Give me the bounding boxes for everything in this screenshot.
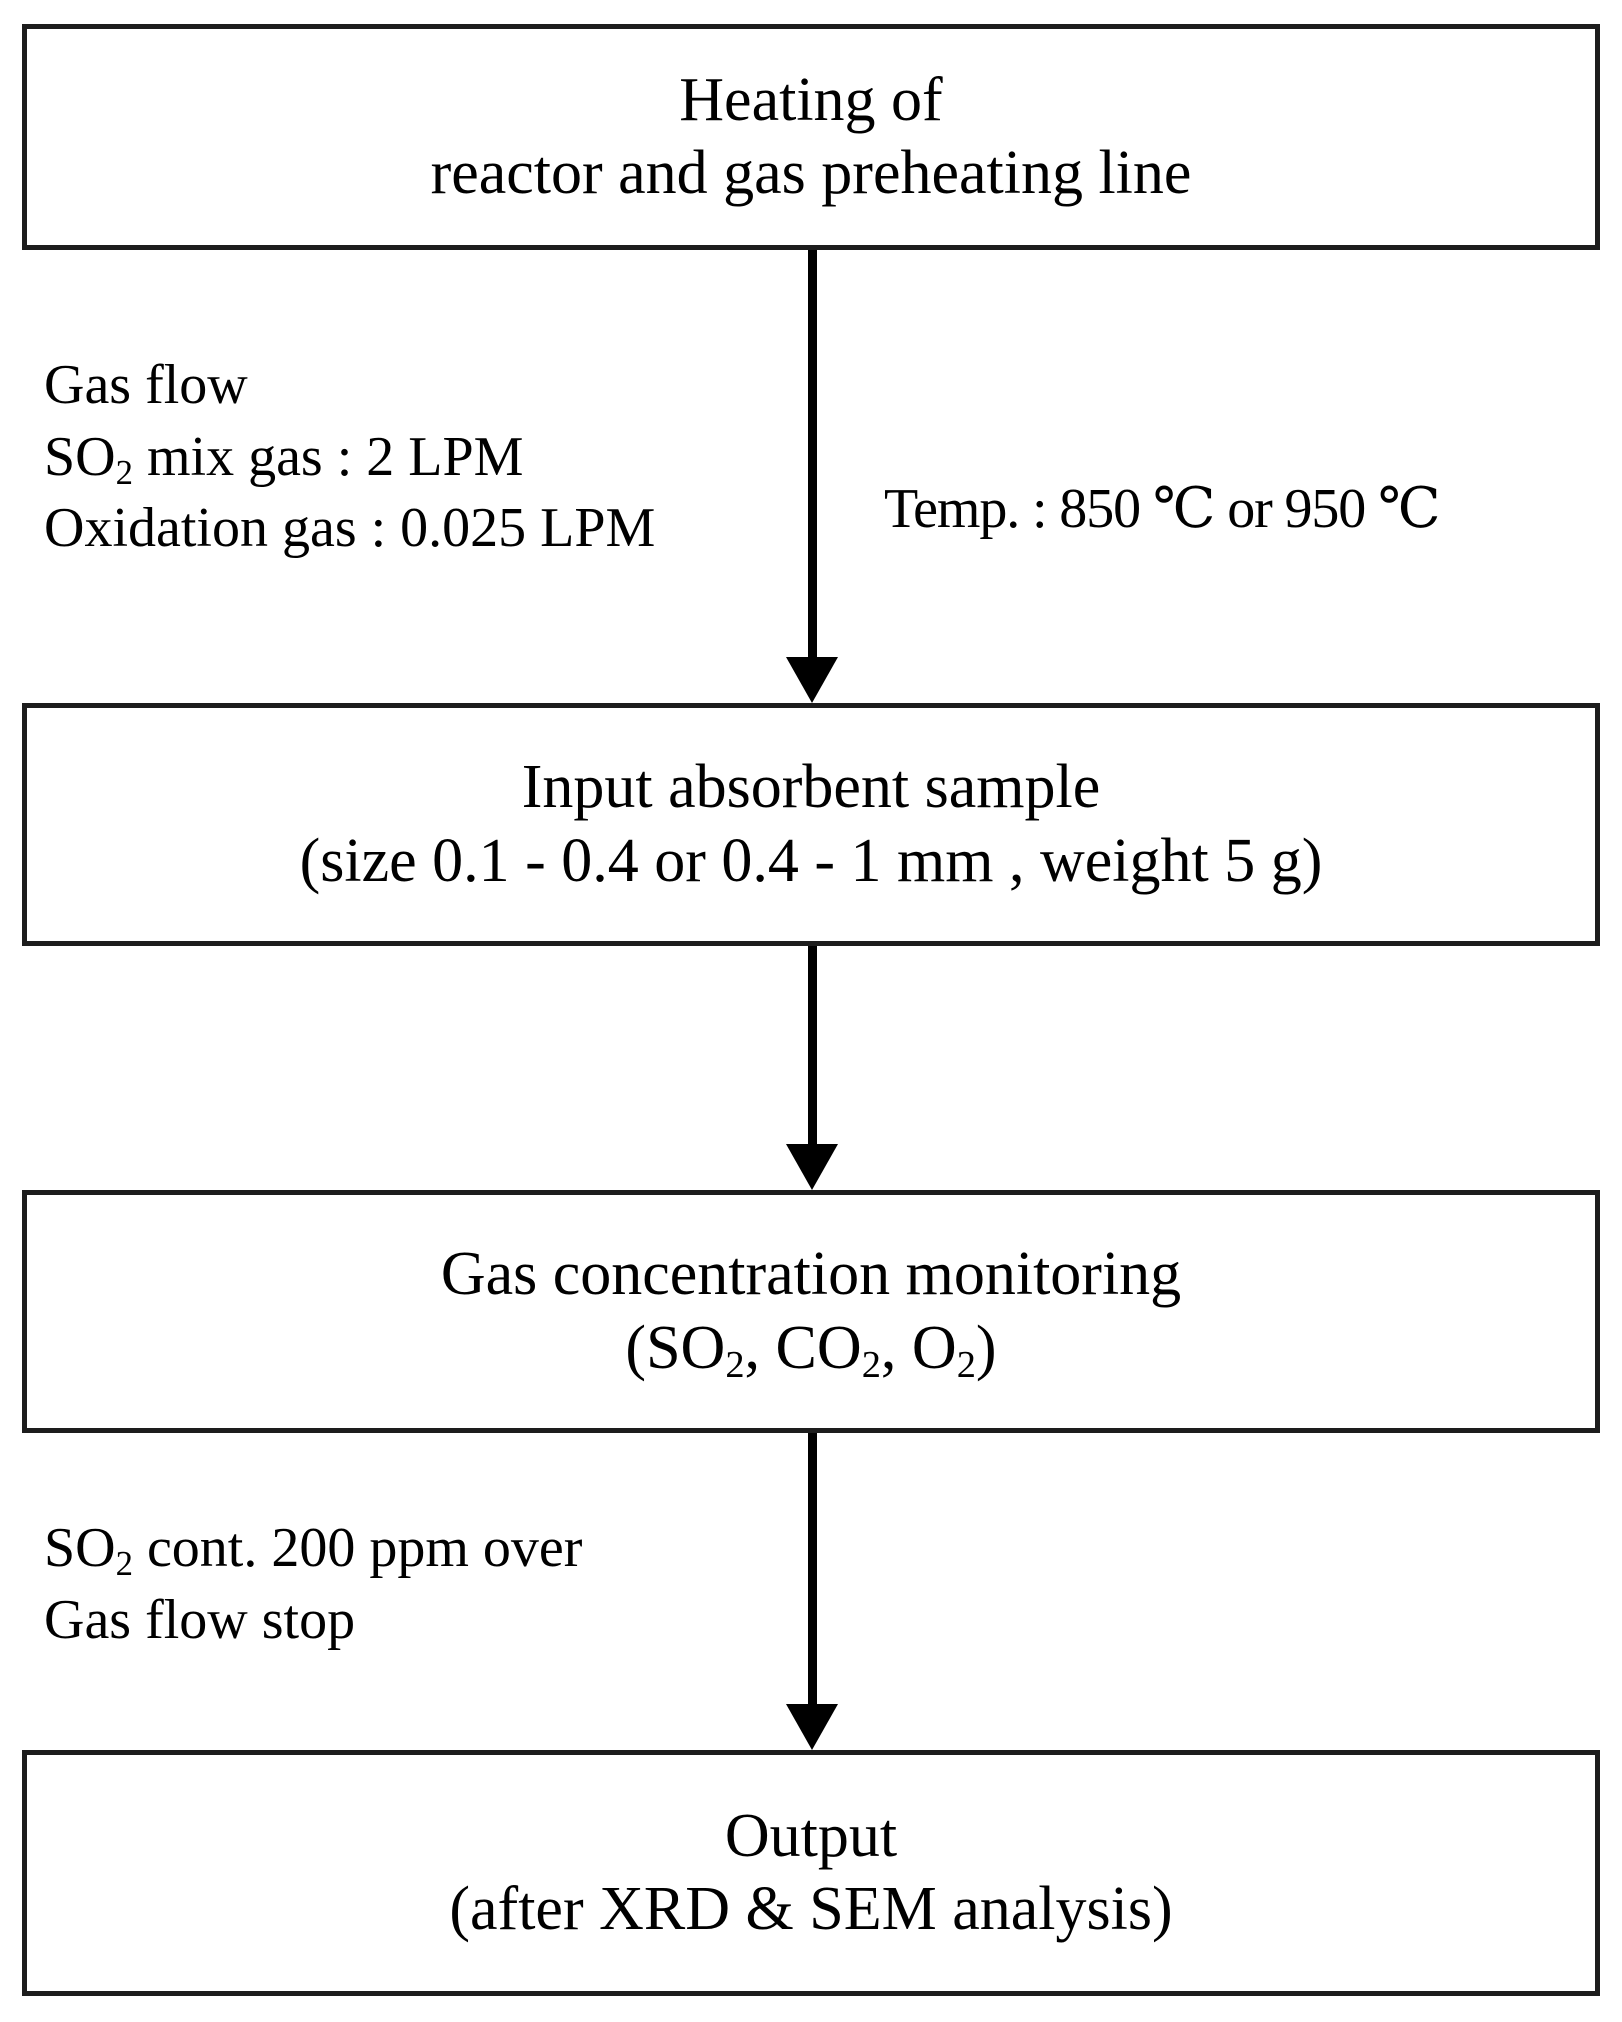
gas-list-suffix: ): [975, 1313, 997, 1382]
so2-rest: cont. 200 ppm over: [132, 1517, 583, 1579]
annotation-so2-stop-line1: SO2 cont. 200 ppm over: [44, 1513, 582, 1585]
flow-node-heating-line2: reactor and gas preheating line: [430, 139, 1192, 207]
arrow-shaft: [807, 1433, 817, 1704]
flow-node-gas-monitoring-line2: (SO2, CO2, O2): [625, 1312, 997, 1387]
annotation-so2-stop-line2: Gas flow stop: [44, 1588, 356, 1651]
gas-list-mid1: , CO: [744, 1313, 862, 1382]
flow-node-gas-monitoring-line1: Gas concentration monitoring: [440, 1240, 1182, 1309]
arrow-head-icon: [786, 1144, 838, 1190]
arrow-shaft: [807, 250, 817, 657]
flow-node-input-sample: Input absorbent sample (size 0.1 - 0.4 o…: [22, 703, 1600, 946]
arrow-head-icon: [786, 657, 838, 703]
flow-node-output-line2: (after XRD & SEM analysis): [449, 1875, 1173, 1943]
flow-node-output-line1: Output: [724, 1801, 898, 1870]
so2-subscript: 2: [725, 1344, 745, 1387]
annotation-gas-flow-line1: Gas flow: [44, 354, 248, 416]
gas-list-mid2: , O: [880, 1313, 957, 1382]
flow-node-heating: Heating of reactor and gas preheating li…: [22, 24, 1600, 250]
gas-list-prefix: (SO: [625, 1313, 726, 1382]
flow-node-output: Output (after XRD & SEM analysis): [22, 1750, 1600, 1996]
arrow-head-icon: [786, 1704, 838, 1750]
annotation-temperature-text: Temp. : 850 ℃ or 950 ℃: [884, 478, 1441, 540]
co2-subscript: 2: [861, 1344, 881, 1387]
flow-node-input-sample-line1: Input absorbent sample: [521, 753, 1101, 822]
annotation-gas-flow-line3: Oxidation gas : 0.025 LPM: [44, 497, 656, 560]
flow-node-heating-line1: Heating of: [679, 65, 943, 134]
o2-subscript: 2: [956, 1344, 976, 1387]
flow-node-input-sample-line2: (size 0.1 - 0.4 or 0.4 - 1 mm , weight 5…: [299, 826, 1323, 895]
annotation-gas-flow: Gas flow SO2 mix gas : 2 LPM Oxidation g…: [44, 350, 655, 565]
so2-subscript: 2: [115, 1544, 133, 1584]
so2-prefix: SO: [44, 1517, 116, 1579]
annotation-temperature: Temp. : 850 ℃ or 950 ℃: [884, 474, 1441, 546]
so2-rest: mix gas : 2 LPM: [132, 425, 524, 488]
so2-prefix: SO: [44, 425, 116, 488]
so2-subscript: 2: [115, 452, 133, 492]
annotation-gas-flow-line2: SO2 mix gas : 2 LPM: [44, 422, 655, 494]
arrow-shaft: [807, 946, 817, 1144]
annotation-so2-stop: SO2 cont. 200 ppm over Gas flow stop: [44, 1513, 582, 1656]
flow-node-gas-monitoring: Gas concentration monitoring (SO2, CO2, …: [22, 1190, 1600, 1433]
